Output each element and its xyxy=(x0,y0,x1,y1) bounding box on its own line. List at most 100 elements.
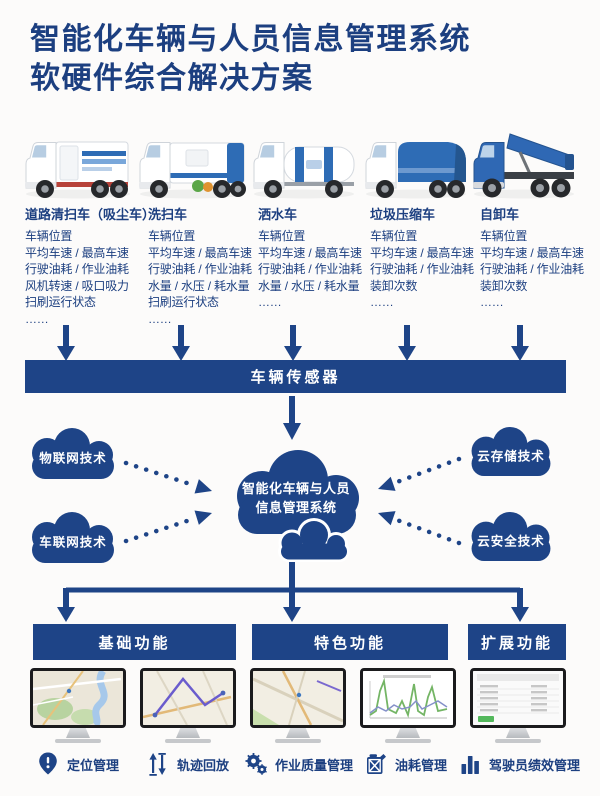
vehicle-attribute-ellipsis: …… xyxy=(480,295,504,309)
sensor-to-cloud-arrow xyxy=(283,396,301,440)
monitor-data-table xyxy=(468,668,568,743)
vehicle-attribute: 行驶油耗 / 作业油耗 xyxy=(370,262,474,276)
bar-chart-icon xyxy=(461,756,479,774)
monitor-stand xyxy=(66,728,90,738)
monitor-screen xyxy=(470,668,566,728)
location-pin-icon xyxy=(39,752,57,775)
vehicle-name: 道路清扫车（吸尘车） xyxy=(25,207,156,222)
vehicle-attribute: 平均车速 / 最高车速 xyxy=(480,245,584,260)
truck-image-water-sprinkler xyxy=(248,128,360,207)
feature-work-quality: 作业质量管理 xyxy=(244,751,353,777)
feature-fuel-management: 油耗管理 xyxy=(364,751,447,777)
vehicle-attribute: 车辆位置 xyxy=(258,229,306,243)
vehicle-name: 垃圾压缩车 xyxy=(370,207,436,222)
dotted-arrow-cloud-security xyxy=(378,511,462,546)
vehicle-column-dump-truck: 自卸车 车辆位置 平均车速 / 最高车速 行驶油耗 / 作业油耗 装卸次数 …… xyxy=(480,204,584,311)
monitor-screen xyxy=(140,668,236,728)
cloud-storage: 云存储技术 xyxy=(460,426,562,478)
vehicle-column-water-sprinkler: 洒水车 车辆位置 平均车速 / 最高车速 行驶油耗 / 作业油耗 水量 / 水压… xyxy=(258,204,362,311)
cloud-iov: 车联网技术 xyxy=(20,511,126,565)
vehicle-attribute: 水量 / 水压 / 耗水量 xyxy=(148,278,250,293)
page-title: 智能化车辆与人员信息管理系统 软硬件综合解决方案 xyxy=(30,20,471,98)
vehicle-column-garbage-compactor: 垃圾压缩车 车辆位置 平均车速 / 最高车速 行驶油耗 / 作业油耗 装卸次数 … xyxy=(370,204,474,311)
fuel-can-icon xyxy=(367,754,386,774)
feature-driver-performance: 驾驶员绩效管理 xyxy=(458,751,580,777)
vehicle-attribute: 平均车速 / 最高车速 xyxy=(258,245,362,260)
monitor-stand xyxy=(176,728,200,738)
vehicle-sensor-bar: 车辆传感器 xyxy=(25,360,566,393)
vehicle-attribute-ellipsis: …… xyxy=(370,295,394,309)
monitor-base xyxy=(495,739,541,743)
feature-track-playback: 轨迹回放 xyxy=(146,751,229,777)
function-box-basic: 基础功能 xyxy=(33,624,236,660)
vehicle-name: 洗扫车 xyxy=(148,207,188,222)
vehicle-attribute: 装卸次数 xyxy=(480,278,528,293)
vehicle-sensor-bar-label: 车辆传感器 xyxy=(250,369,341,386)
center-cloud-label-line2: 信息管理系统 xyxy=(255,500,337,515)
monitor-map-overview xyxy=(28,668,128,743)
feature-label: 油耗管理 xyxy=(395,757,448,773)
center-cloud-icon xyxy=(237,450,359,562)
vehicle-attribute-ellipsis: …… xyxy=(25,311,49,326)
monitor-stand xyxy=(396,728,420,738)
vehicle-attribute: 水量 / 水压 / 耗水量 xyxy=(258,278,360,293)
vehicle-column-washing-sweeper: 洗扫车 车辆位置 平均车速 / 最高车速 行驶油耗 / 作业油耗 水量 / 水压… xyxy=(148,204,252,327)
vehicle-name: 洒水车 xyxy=(258,207,298,222)
vehicle-attribute: 车辆位置 xyxy=(480,229,528,243)
vehicle-attribute-ellipsis: …… xyxy=(148,311,172,326)
vehicle-attribute: 平均车速 / 最高车速 xyxy=(25,245,129,260)
vehicle-attribute: 车辆位置 xyxy=(148,229,196,243)
gears-icon xyxy=(245,753,267,775)
feature-label: 轨迹回放 xyxy=(177,757,230,773)
center-system-cloud: 智能化车辆与人员 信息管理系统 xyxy=(224,446,368,564)
vehicle-attribute: 行驶油耗 / 作业油耗 xyxy=(258,262,362,276)
monitor-screen xyxy=(250,668,346,728)
cloud-icon xyxy=(32,512,114,563)
vehicle-attribute: 车辆位置 xyxy=(370,229,418,243)
function-box-basic-label: 基础功能 xyxy=(98,634,171,652)
cloud-iot: 物联网技术 xyxy=(20,427,126,481)
cloud-icon xyxy=(471,426,551,477)
monitor-stand xyxy=(506,728,530,738)
truck-image-washing-sweeper xyxy=(134,128,250,207)
vehicle-attribute: 行驶油耗 / 作业油耗 xyxy=(480,262,584,276)
vehicle-name: 自卸车 xyxy=(480,207,520,222)
function-box-extended: 扩展功能 xyxy=(468,624,566,660)
monitor-route-playback xyxy=(138,668,238,743)
vehicle-attribute: 风机转速 / 吸口吸力 xyxy=(25,278,129,293)
truck-image-dump-truck xyxy=(468,126,580,207)
vehicle-attribute: 行驶油耗 / 作业油耗 xyxy=(148,262,252,276)
cloud-iov-label: 车联网技术 xyxy=(39,535,107,550)
dotted-arrow-iov xyxy=(123,510,212,544)
cloud-icon xyxy=(32,428,114,479)
truck-image-garbage-compactor xyxy=(360,128,472,207)
feature-positioning: 定位管理 xyxy=(36,751,119,777)
feature-label: 定位管理 xyxy=(67,757,120,773)
monitor-base xyxy=(55,739,101,743)
vehicle-attribute: 平均车速 / 最高车速 xyxy=(370,245,474,260)
vehicle-attribute: 装卸次数 xyxy=(370,278,418,293)
function-box-featured-label: 特色功能 xyxy=(313,634,386,652)
feature-label: 驾驶员绩效管理 xyxy=(489,757,581,773)
track-playback-icon xyxy=(149,753,166,776)
vehicle-attribute: 行驶油耗 / 作业油耗 xyxy=(25,262,129,276)
title-line-1: 智能化车辆与人员信息管理系统 xyxy=(30,23,471,56)
vehicle-column-road-sweeper: 道路清扫车（吸尘车） 车辆位置 平均车速 / 最高车速 行驶油耗 / 作业油耗 … xyxy=(25,204,155,327)
monitor-screen xyxy=(360,668,456,728)
vehicle-attribute-ellipsis: …… xyxy=(258,295,282,309)
vehicle-attribute: 扫刷运行状态 xyxy=(148,295,219,309)
monitor-base xyxy=(165,739,211,743)
function-box-featured: 特色功能 xyxy=(252,624,448,660)
cloud-iot-label: 物联网技术 xyxy=(39,451,107,466)
dotted-arrow-iot xyxy=(123,460,212,494)
cloud-security-label: 云安全技术 xyxy=(477,534,545,549)
title-line-2: 软硬件综合解决方案 xyxy=(30,62,314,95)
monitor-base xyxy=(385,739,431,743)
monitor-screen xyxy=(30,668,126,728)
monitor-stand xyxy=(286,728,310,738)
cloud-icon xyxy=(471,511,551,562)
monitor-fuel-chart xyxy=(358,668,458,743)
monitor-route-detail xyxy=(248,668,348,743)
center-cloud-label-line1: 智能化车辆与人员 xyxy=(241,481,350,496)
